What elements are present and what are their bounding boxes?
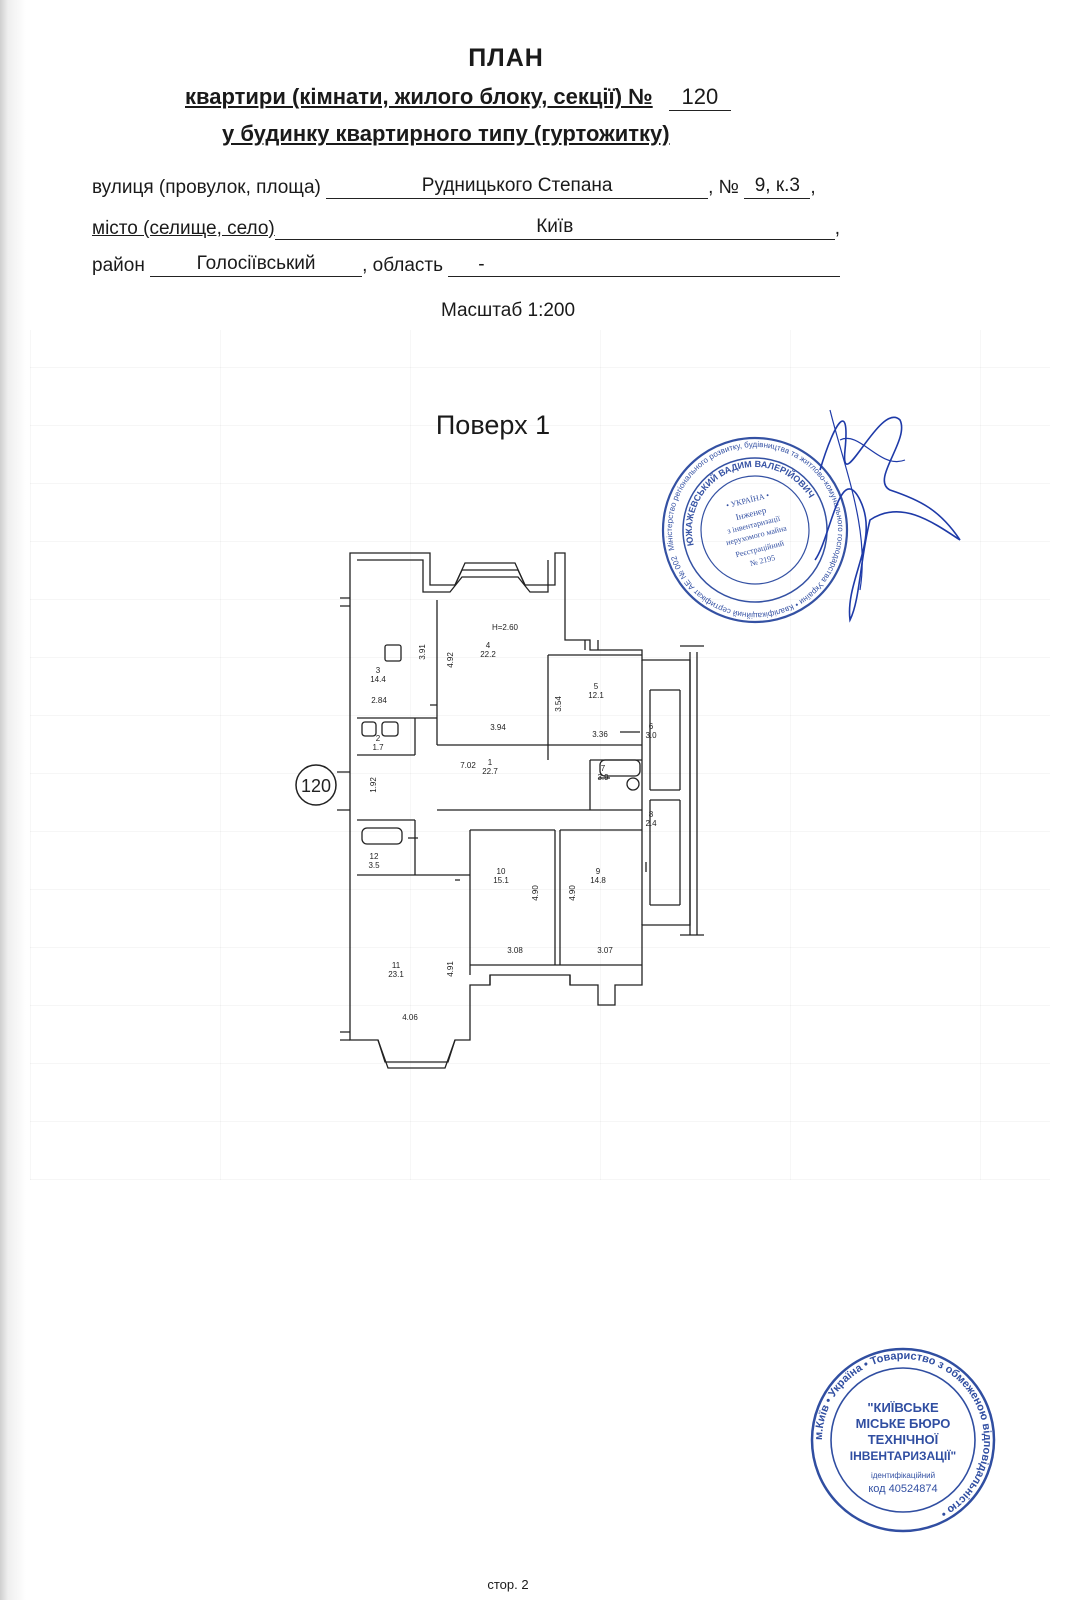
engineer-stamp: Міністерство регіонального розвитку, буд… bbox=[646, 421, 864, 639]
comma: , bbox=[810, 177, 816, 198]
room-area: 22.7 bbox=[482, 767, 498, 776]
bti-line-1: "КИЇВСЬКЕ bbox=[867, 1400, 939, 1415]
dimension-label: 3.54 bbox=[554, 696, 563, 712]
room-number: 8 bbox=[649, 810, 654, 819]
bti-code-label: ідентифікаційний bbox=[871, 1471, 935, 1480]
room-area: 15.1 bbox=[493, 876, 509, 885]
room-number: 12 bbox=[370, 852, 379, 861]
room-area: 1.7 bbox=[372, 743, 384, 752]
city-label: місто (селище, село) bbox=[92, 218, 275, 239]
bti-line-4: ІНВЕНТАРИЗАЦІЇ" bbox=[850, 1448, 957, 1463]
dimension-label: 3.07 bbox=[597, 946, 613, 955]
district-row: район Голосіївський, область - bbox=[92, 252, 841, 277]
room-number: 9 bbox=[596, 867, 601, 876]
subtitle-line-2: у будинку квартирного типу (гуртожитку) bbox=[222, 121, 670, 146]
dimension-label: 3.94 bbox=[490, 723, 506, 732]
dimension-label: 7.02 bbox=[460, 761, 476, 770]
city-row: місто (селище, село)Київ, bbox=[92, 215, 840, 240]
room-area: 14.8 bbox=[590, 876, 606, 885]
room-number: 10 bbox=[497, 867, 506, 876]
dimension-label: 4.06 bbox=[402, 1013, 418, 1022]
region-label: , область bbox=[362, 255, 444, 276]
room-area: 23.1 bbox=[388, 970, 404, 979]
apartment-marker-label: 120 bbox=[301, 776, 331, 796]
page-number: стор. 2 bbox=[487, 1577, 529, 1592]
dimension-label: 3.08 bbox=[507, 946, 523, 955]
subtitle-line-1: квартири (кімнати, жилого блоку, секції)… bbox=[185, 84, 731, 111]
signature-stroke-2 bbox=[829, 409, 906, 591]
dimension-label: 2.84 bbox=[371, 696, 387, 705]
dimension-label: 3.36 bbox=[592, 730, 608, 739]
dimension-label: 4.90 bbox=[531, 885, 540, 901]
region-field: - bbox=[448, 253, 841, 277]
street-row: вулиця (провулок, площа) Рудницького Сте… bbox=[92, 174, 816, 199]
apartment-number: 120 bbox=[668, 84, 731, 111]
dimension-label: 1.92 bbox=[369, 777, 378, 793]
apartment-marker: 120 bbox=[295, 764, 337, 806]
ceiling-height-label: H=2.60 bbox=[492, 623, 519, 632]
room-number: 7 bbox=[601, 764, 606, 773]
dimension-label: 4.91 bbox=[446, 961, 455, 977]
room-number: 11 bbox=[392, 961, 401, 970]
page-title: ПЛАН bbox=[468, 44, 544, 72]
room-number: 5 bbox=[594, 682, 599, 691]
room-area: 3.0 bbox=[645, 731, 657, 740]
dimension-label: 4.90 bbox=[568, 885, 577, 901]
room-area: 22.2 bbox=[480, 650, 496, 659]
floor-label: Поверх 1 bbox=[435, 410, 551, 440]
district-label: район bbox=[92, 255, 145, 276]
plan-walls bbox=[337, 552, 704, 1069]
room-number: 1 bbox=[488, 758, 493, 767]
room-area: 12.1 bbox=[588, 691, 604, 700]
stamp-reg-number: № 2195 bbox=[749, 553, 776, 568]
room-number: 4 bbox=[486, 641, 491, 650]
house-number-field: 9, к.3 bbox=[744, 174, 811, 199]
bti-code: код 40524874 bbox=[868, 1483, 937, 1495]
bti-stamp: м.Київ • Україна • Товариство з обмежено… bbox=[810, 1347, 996, 1533]
room-number: 2 bbox=[376, 734, 381, 743]
scale-label: Масштаб 1:200 bbox=[440, 300, 576, 321]
dimension-label: 4.92 bbox=[446, 652, 455, 668]
room-area: 3.9 bbox=[597, 773, 609, 782]
room-number: 3 bbox=[376, 666, 381, 675]
subtitle-label: квартири (кімнати, жилого блоку, секції)… bbox=[185, 84, 653, 109]
city-field: Київ bbox=[274, 215, 835, 240]
bti-line-2: МІСЬКЕ БЮРО bbox=[856, 1416, 951, 1431]
street-field: Рудницького Степана bbox=[326, 174, 709, 199]
room-labels: 122.7314.4422.2512.163.073.982.4914.8101… bbox=[368, 641, 657, 979]
room-area: 2.4 bbox=[645, 819, 657, 828]
room-area: 14.4 bbox=[370, 675, 386, 684]
dimension-label: 3.91 bbox=[418, 644, 427, 660]
number-label: , № bbox=[708, 177, 740, 198]
comma: , bbox=[834, 218, 841, 239]
district-field: Голосіївський bbox=[150, 252, 363, 277]
room-area: 3.5 bbox=[368, 861, 380, 870]
signature bbox=[814, 416, 961, 623]
room-number: 6 bbox=[649, 722, 654, 731]
bti-line-3: ТЕХНІЧНОЇ bbox=[868, 1432, 939, 1447]
street-label: вулиця (провулок, площа) bbox=[92, 177, 321, 198]
